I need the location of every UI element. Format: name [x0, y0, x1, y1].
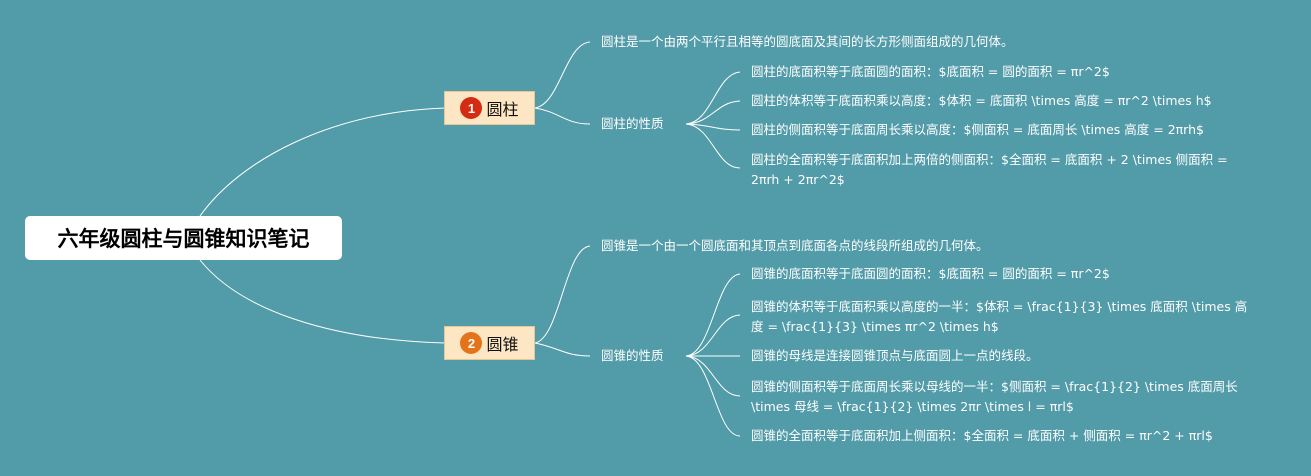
- edge-props-2-item-4: [685, 355, 741, 397]
- cone-property-item: 圆锥的侧面积等于底面周长乘以母线的一半：$侧面积 = \frac{1}{2} \…: [751, 379, 1238, 414]
- edge-props-1-item-3: [685, 123, 741, 131]
- cylinder-property-item: 圆柱的全面积等于底面积加上两倍的侧面积：$全面积 = 底面积 + 2 \time…: [751, 152, 1228, 187]
- cone-definition: 圆锥是一个由一个圆底面和其顶点到底面各点的线段所组成的几何体。: [601, 238, 989, 253]
- cylinder-property-item: 圆柱的底面积等于底面圆的面积：$底面积 = 圆的面积 = πr^2$: [751, 64, 1110, 79]
- cone-property-item: 圆锥的母线是连接圆锥顶点与底面圆上一点的线段。: [751, 348, 1039, 363]
- cylinder-properties-label: 圆柱的性质: [601, 116, 664, 131]
- branch-node-cylinder[interactable]: 1 圆柱: [444, 91, 535, 125]
- cone-properties-label: 圆锥的性质: [601, 348, 664, 363]
- root-node[interactable]: 六年级圆柱与圆锥知识笔记: [25, 216, 342, 260]
- cone-property-item: 圆锥的底面积等于底面圆的面积：$底面积 = 圆的面积 = πr^2$: [751, 266, 1110, 281]
- branch-label: 圆柱: [486, 100, 519, 119]
- edge-props-1-item-1: [685, 71, 741, 125]
- edge-props-1-item-4: [685, 123, 741, 169]
- edge-branch-1-properties: [534, 107, 591, 125]
- edge-props-2-item-2: [685, 314, 741, 357]
- cylinder-property-item: 圆柱的侧面积等于底面周长乘以高度：$侧面积 = 底面周长 \times 高度 =…: [751, 122, 1204, 137]
- edge-branch-2-definition: [534, 245, 591, 344]
- cylinder-property-item: 圆柱的体积等于底面积乘以高度：$体积 = 底面积 \times 高度 = πr^…: [751, 93, 1212, 108]
- cone-property-item: 圆锥的体积等于底面积乘以高度的一半：$体积 = \frac{1}{3} \tim…: [751, 299, 1248, 334]
- cylinder-definition: 圆柱是一个由两个平行且相等的圆底面及其间的长方形侧面组成的几何体。: [601, 34, 1014, 49]
- branch-label: 圆锥: [486, 335, 519, 354]
- branch-node-cone[interactable]: 2 圆锥: [444, 326, 535, 360]
- edge-root-branch-1: [199, 107, 446, 217]
- number-badge-icon: 2: [460, 332, 483, 354]
- number-badge-icon: 1: [460, 97, 483, 119]
- edge-branch-1-definition: [534, 41, 591, 109]
- cone-property-item: 圆锥的全面积等于底面积加上侧面积：$全面积 = 底面积 + 侧面积 = πr^2…: [751, 428, 1213, 443]
- edge-props-2-item-1: [685, 273, 741, 357]
- edge-props-2-item-5: [685, 355, 741, 437]
- root-title: 六年级圆柱与圆锥知识笔记: [57, 227, 310, 251]
- edge-props-1-item-2: [685, 100, 741, 125]
- edge-branch-2-properties: [534, 342, 591, 357]
- edge-root-branch-2: [199, 259, 446, 344]
